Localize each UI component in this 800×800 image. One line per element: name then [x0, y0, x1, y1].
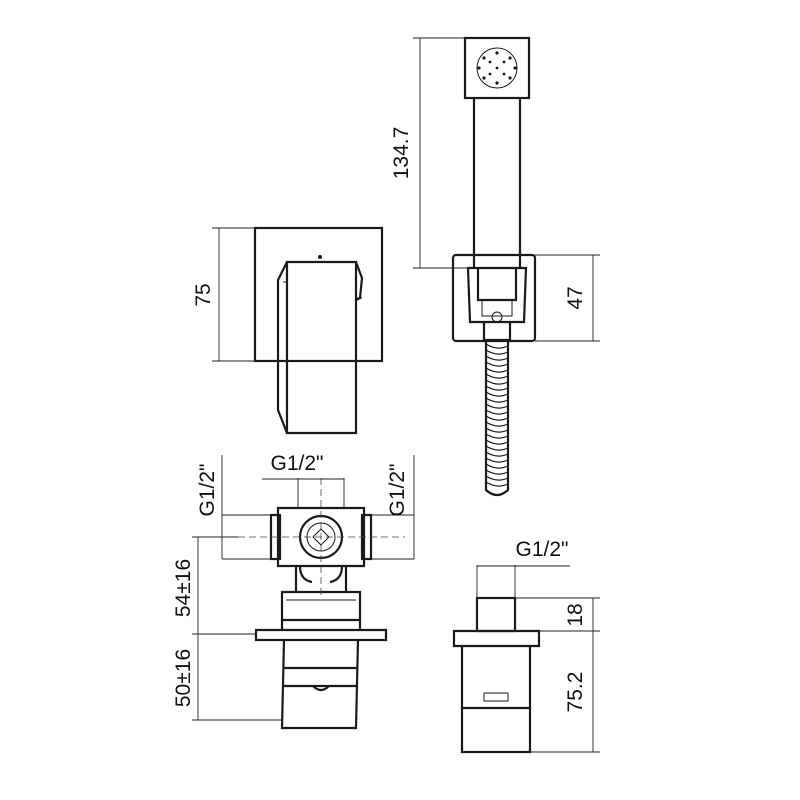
dimension-75-2: 75.2 [530, 631, 600, 753]
dimension-inlet-top: G1/2" [262, 452, 345, 508]
dim-label-inlet-top: G1/2" [271, 452, 324, 475]
shower-outlet-side-view [452, 596, 541, 754]
mixer-wall-plate [253, 226, 384, 363]
dim-label-75: 75 [192, 283, 215, 306]
outlet-marker [483, 692, 509, 702]
mixer-lever [285, 260, 358, 435]
centre-lines [238, 478, 405, 595]
body-lever [280, 639, 360, 730]
dim-label-inlet-left: G1/2" [196, 464, 219, 517]
mixer-front-view [253, 226, 384, 435]
spray-nozzles-icon [476, 47, 518, 89]
dim-label-75-2: 75.2 [564, 672, 587, 713]
hose-connector [482, 322, 512, 342]
dim-label-50-16: 50±16 [172, 649, 195, 707]
mixer-body-side-view [254, 506, 388, 730]
dimension-54-16: 54±16 [172, 536, 256, 635]
dimension-47: 47 [535, 254, 600, 342]
dim-label-134-7: 134.7 [390, 127, 413, 180]
dimension-50-16: 50±16 [172, 634, 282, 721]
shower-handle [472, 98, 522, 268]
dimension-75: 75 [192, 227, 255, 362]
outlet-body [460, 646, 532, 754]
flexible-hose [484, 340, 510, 497]
dim-label-18: 18 [564, 603, 587, 626]
dimension-18: 18 [515, 597, 600, 632]
dim-label-outlet-thread: G1/2" [516, 538, 569, 561]
shower-head [463, 36, 531, 100]
holder-cup [466, 266, 528, 324]
hand-shower [451, 36, 537, 497]
outlet-stub [475, 596, 517, 633]
dimension-134-7: 134.7 [390, 37, 470, 269]
body-collar [280, 590, 362, 622]
dim-label-47: 47 [564, 286, 587, 309]
dimension-outlet-thread: G1/2" [476, 538, 570, 598]
outlet-wall-plate [452, 629, 541, 648]
dimension-inlet-right: G1/2" [371, 455, 415, 560]
dim-label-inlet-right: G1/2" [386, 464, 409, 517]
dim-label-54-16: 54±16 [172, 559, 195, 617]
inlet-block [276, 506, 366, 568]
body-wall-plate [254, 628, 388, 642]
dimension-inlet-left: G1/2" [196, 455, 271, 560]
